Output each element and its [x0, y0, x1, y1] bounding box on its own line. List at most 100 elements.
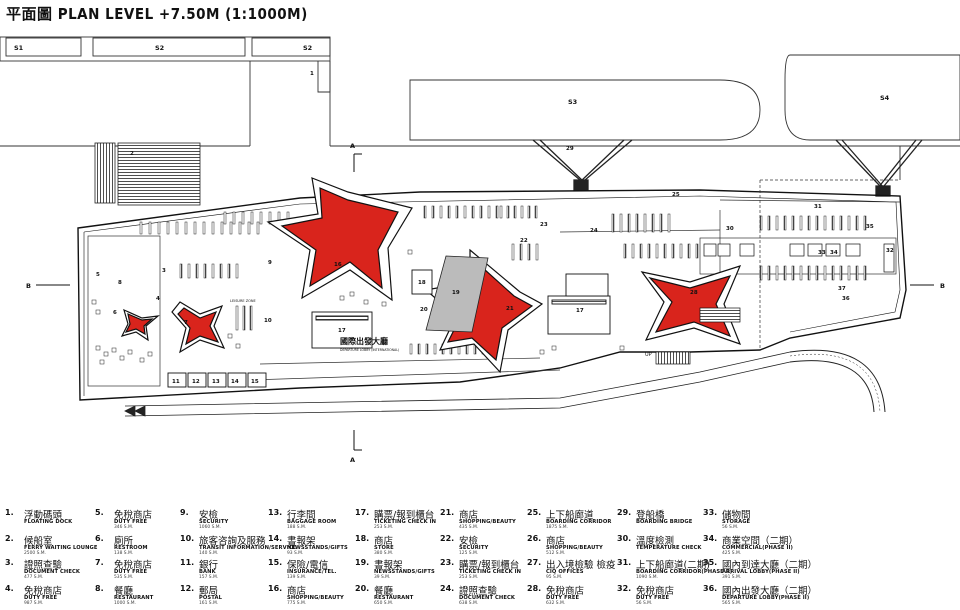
legend-item-zh: 免稅商店 [114, 510, 153, 521]
seat-row [791, 265, 795, 281]
seat-row [184, 221, 188, 235]
zone-10: 10 [264, 318, 272, 324]
seat-row [831, 215, 835, 231]
legend-item-area: 391 S.M. [722, 575, 742, 580]
seat-row [667, 213, 671, 233]
zone-35: 35 [866, 224, 874, 230]
legend-item-num: 22. [440, 534, 455, 543]
legend-item-num: 3. [5, 558, 14, 567]
legend-item-num: 26. [527, 534, 542, 543]
legend-item-num: 35. [703, 558, 718, 567]
seat-row [247, 221, 251, 235]
legend-item-zh: 餐廳 [374, 586, 394, 597]
legend-item-num: 14. [268, 534, 283, 543]
section-a-bottom: A [350, 456, 355, 464]
departure-hall-label-en: DEPARTURE LOBBY (INTERNATIONAL) [340, 348, 399, 352]
seat-row [527, 243, 531, 261]
seat-row [479, 205, 483, 219]
seat-row [431, 205, 435, 219]
planter [147, 351, 153, 357]
seat-row [417, 343, 421, 355]
zone-11: 11 [172, 379, 180, 385]
ticketing-counters [311, 273, 611, 349]
floor-plan: S1 S2 S2 S3 S4 [0, 36, 960, 464]
legend-item-zh: 廁所 [114, 536, 134, 547]
planter [139, 357, 145, 363]
zone-37: 37 [838, 286, 846, 292]
planter [127, 349, 133, 355]
legend-item-num: 25. [527, 508, 542, 517]
legend-item-zh: 書報架 [287, 536, 316, 547]
legend-item-num: 6. [95, 534, 104, 543]
seat-row [783, 215, 787, 231]
seat-row [651, 213, 655, 233]
legend-item-area: 477 S.M. [24, 575, 44, 580]
legend-item-num: 1. [5, 508, 14, 517]
legend-item-en: DUTY FREE [546, 594, 580, 601]
legend-item: 36.國內出發大廳（二期）DEPARTURE LOBBY(PHASE II)56… [703, 584, 821, 610]
legend-item-area: 435 S.M. [459, 525, 479, 530]
seat-row [659, 213, 663, 233]
seat-row [767, 265, 771, 281]
seat-row [815, 215, 819, 231]
planter [551, 345, 557, 351]
seat-row [195, 263, 199, 279]
legend-item-en: COMMERCIAL(PHASE II) [722, 544, 793, 551]
legend-item-num: 32. [617, 584, 632, 593]
seat-row [495, 205, 499, 219]
legend-item-area: 56 S.M. [636, 601, 653, 606]
legend-item-num: 9. [180, 508, 189, 517]
zone-17b: 17 [576, 308, 584, 314]
seat-row [249, 305, 253, 331]
legend-item-num: 16. [268, 584, 283, 593]
seat-row [423, 205, 427, 219]
section-markers: A A B B [26, 142, 945, 464]
legend-item-zh: 浮動碼頭 [24, 510, 63, 521]
seat-row [631, 243, 635, 259]
legend-item-en: BANK [199, 568, 216, 575]
seat-row [695, 243, 699, 259]
seat-row [799, 265, 803, 281]
departure-hall-label: 國際出發大廳 [340, 336, 388, 346]
seat-row [463, 205, 467, 219]
zone-33: 33 [818, 250, 826, 256]
seat-row [203, 263, 207, 279]
seat-row [799, 215, 803, 231]
seat-row [235, 305, 239, 331]
zone-29: 29 [566, 146, 574, 152]
seat-row [847, 215, 851, 231]
seat-row [256, 221, 260, 235]
zone-16: 16 [334, 262, 342, 268]
seat-row [242, 305, 246, 331]
seat-row [687, 243, 691, 259]
zone-13: 13 [212, 379, 220, 385]
legend-item-area: 1000 S.M. [114, 601, 136, 606]
seat-row [623, 243, 627, 259]
legend-item-zh: 免稅商店 [24, 586, 63, 597]
seat-row [202, 221, 206, 235]
legend-item-area: 380 S.M. [374, 551, 394, 556]
legend-item-area: 138 S.M. [114, 551, 134, 556]
seat-row [409, 343, 413, 355]
legend-item-en: TRANSIT INFORMATION/SERVICE [199, 544, 297, 551]
seat-row [433, 343, 437, 355]
planter [363, 299, 369, 305]
seat-row [229, 221, 233, 235]
legend-item-zh: 郵局 [199, 586, 219, 597]
zone-4: 4 [156, 296, 160, 302]
seat-row [238, 221, 242, 235]
legend-item-en: DEPARTURE LOBBY(PHASE II) [722, 594, 810, 601]
legend-item-area: 253 S.M. [459, 575, 479, 580]
legend-item-zh: 購票/報到櫃台 [374, 510, 435, 521]
